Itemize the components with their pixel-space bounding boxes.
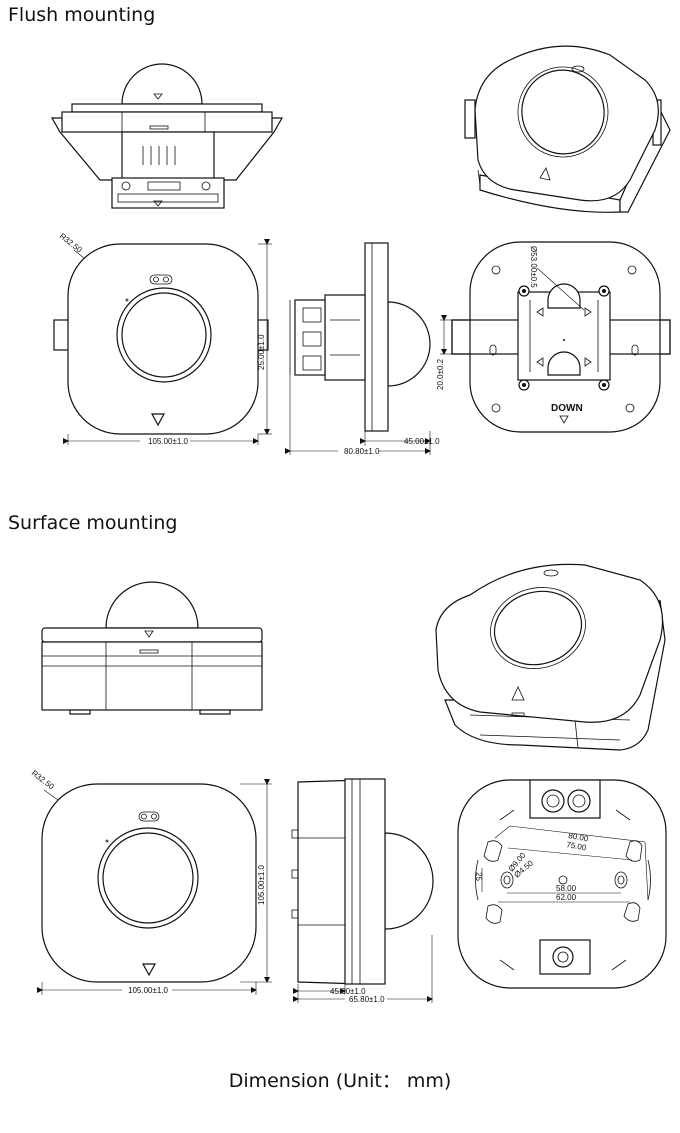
surface-radius-label: R32.50 (30, 768, 56, 791)
flush-radius-label: R32.50 (58, 231, 84, 254)
surface-mounting-heading: Surface mounting (8, 512, 178, 534)
flush-front-width-label: 105.00±1.0 (148, 437, 189, 446)
surface-back-58-label: 58.00 (556, 884, 577, 893)
flush-front-height-label: 25.00±1.0 (257, 334, 266, 370)
flush-back-diameter-label: Ø53.00±0.5 (529, 246, 538, 288)
flush-side-total-label: 80.80±1.0 (344, 447, 380, 456)
surface-front-height-label: 105.00±1.0 (257, 864, 266, 905)
flush-side-section: 45.00±1.0 80.80±1.0 (285, 242, 440, 456)
surface-back-62-label: 62.00 (556, 893, 577, 902)
dimension-caption: Dimension (Unit： mm) (228, 1070, 452, 1092)
surface-side-elevation (41, 581, 263, 715)
flush-side-elevation (50, 63, 284, 209)
surface-back-view: 80.00 75.00 Ø9.00 Ø4.50 58.00 62.00 25 (457, 779, 667, 989)
flush-mounting-heading: Flush mounting (8, 4, 156, 26)
surface-side-depth-label: 45.00±1.0 (330, 987, 366, 996)
flush-back-view: DOWN Ø53.00±0.5 20.0±0.2 (436, 241, 671, 433)
surface-back-25-label: 25 (474, 872, 483, 881)
flush-down-label: DOWN (551, 403, 583, 414)
surface-side-section: 45.00±1.0 65.80±1.0 (291, 778, 434, 1004)
surface-isometric-view (435, 563, 666, 751)
flush-isometric-view (464, 45, 671, 213)
surface-front-view: 105.00±1.0 105.00±1.0 R32.50 (30, 768, 272, 995)
surface-back-75-label: 75.00 (566, 840, 588, 852)
surface-side-total-label: 65.80±1.0 (349, 995, 385, 1004)
flush-back-height-label: 20.0±0.2 (436, 358, 445, 390)
surface-back-80-label: 80.00 (568, 831, 590, 843)
flush-front-view: 105.00±1.0 25.00±1.0 R32.50 (53, 231, 272, 446)
flush-side-depth-label: 45.00±1.0 (404, 437, 440, 446)
surface-front-width-label: 105.00±1.0 (128, 986, 169, 995)
